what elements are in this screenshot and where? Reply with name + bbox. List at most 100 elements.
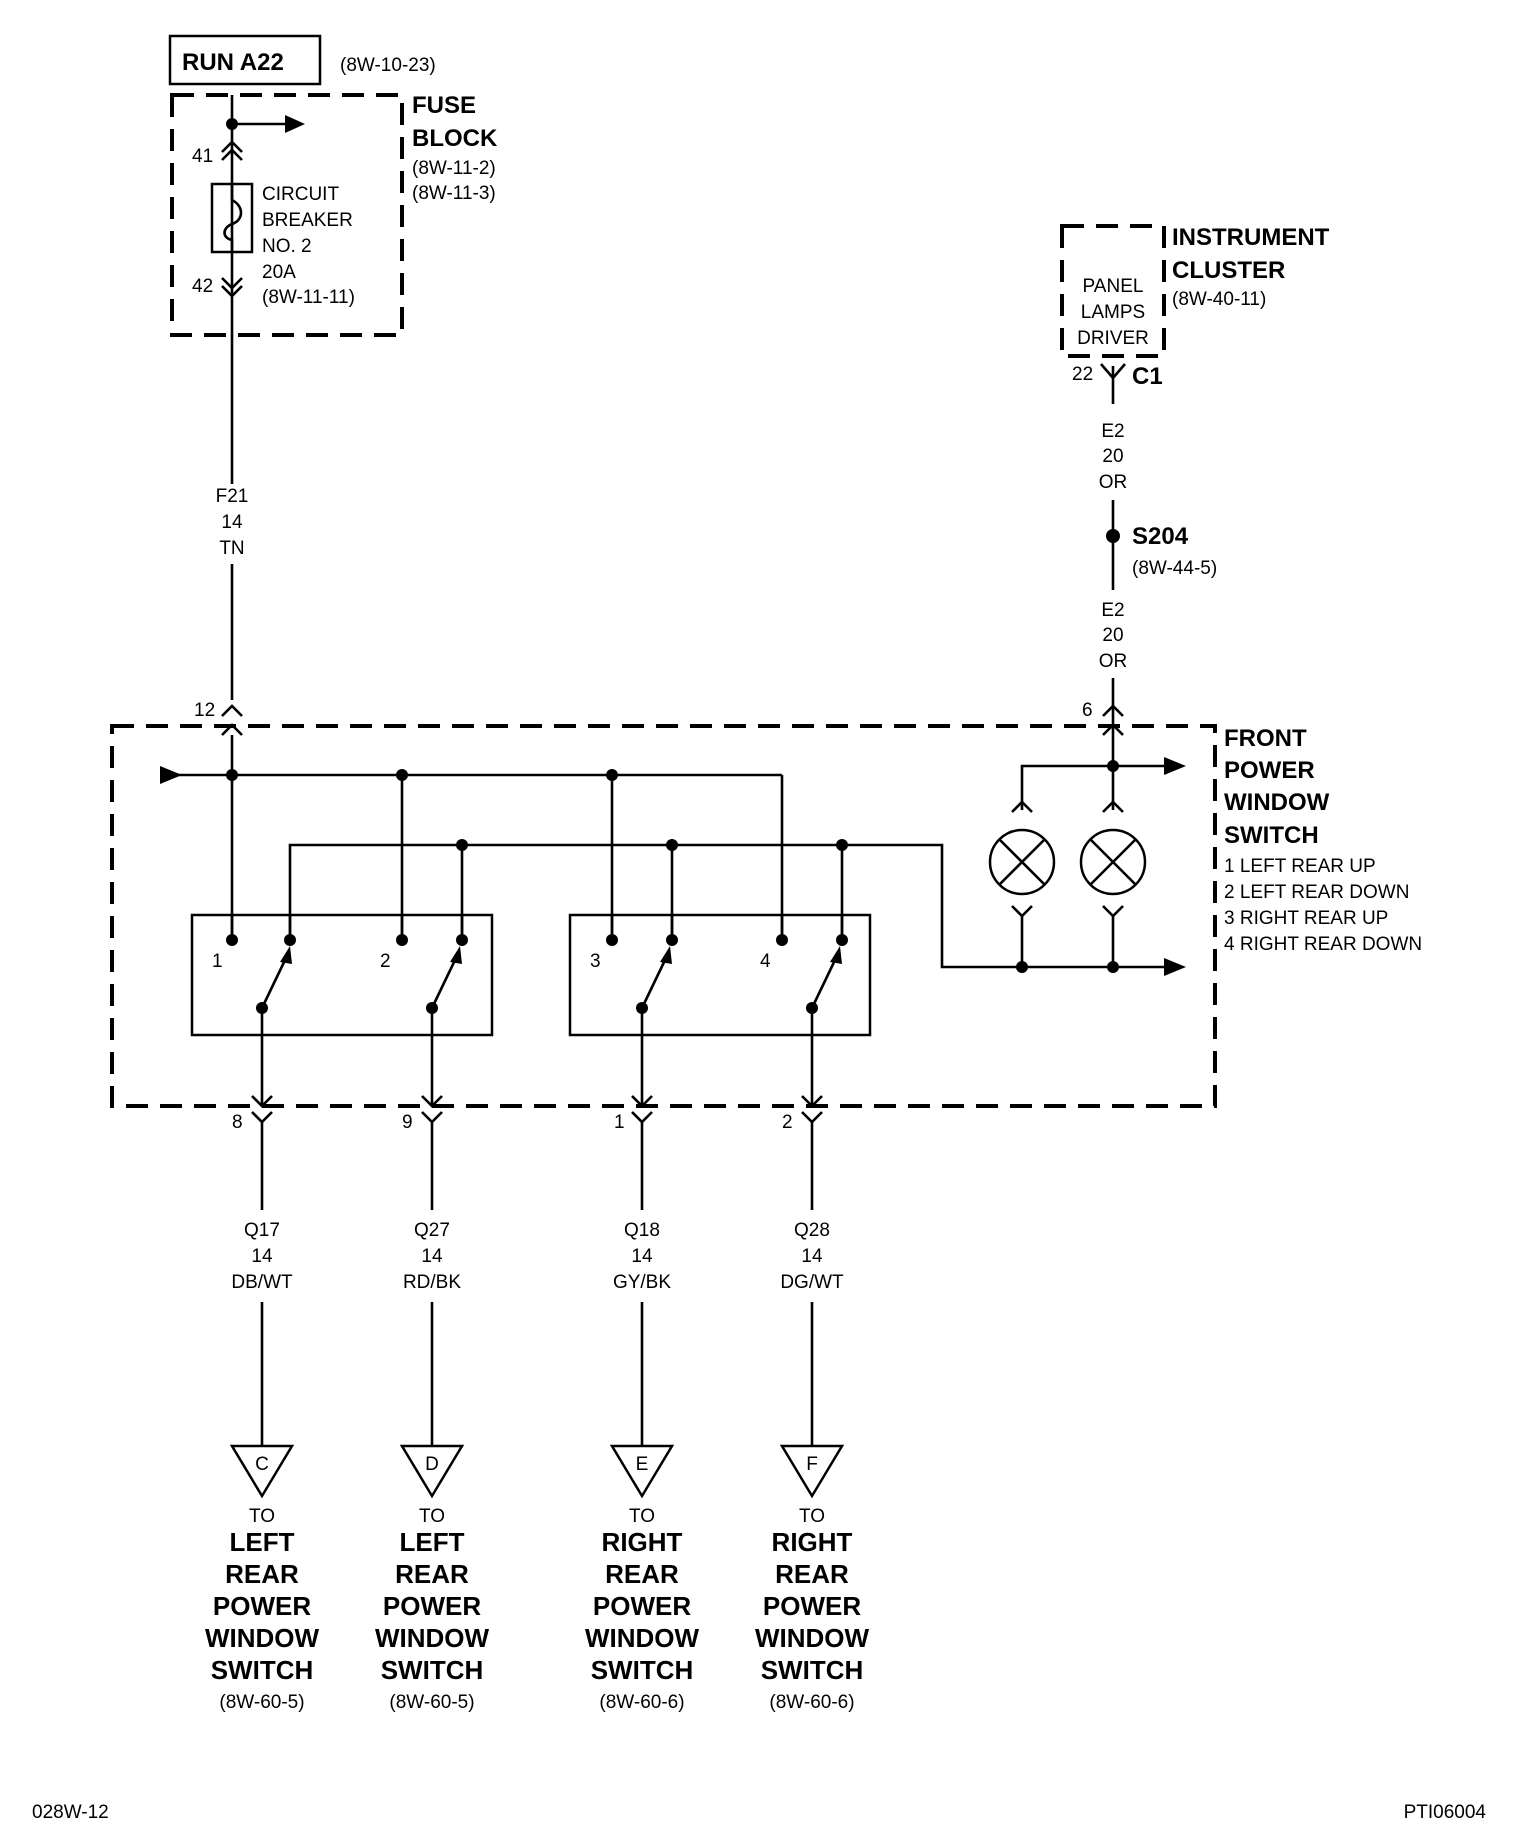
contact-4-a bbox=[776, 934, 788, 946]
fuse-block-ref-1: (8W-11-2) bbox=[412, 158, 496, 179]
output-1-pin: 8 bbox=[232, 1112, 243, 1133]
lamp-1-bottom-chevron-icon bbox=[1011, 905, 1033, 918]
f21-gauge: 14 bbox=[221, 512, 243, 533]
output-3-letter: E bbox=[636, 1454, 649, 1475]
output-1-to: TO bbox=[249, 1506, 275, 1527]
output-2-to: TO bbox=[419, 1506, 445, 1527]
output-3-l1: RIGHT bbox=[602, 1527, 683, 1557]
footer-right: PTI06004 bbox=[1404, 1802, 1487, 1823]
contact-2-a bbox=[396, 934, 408, 946]
output-2-ref: (8W-60-5) bbox=[389, 1692, 474, 1713]
switch-legend-1: 1 LEFT REAR UP bbox=[1224, 856, 1376, 877]
output-2-l3: POWER bbox=[383, 1591, 481, 1621]
output-2-color: RD/BK bbox=[403, 1272, 461, 1293]
switch-title-2: POWER bbox=[1224, 757, 1315, 784]
circuit-breaker-element-icon bbox=[223, 184, 243, 252]
output-column-4: 2 Q28 14 DG/WT F TO RIGHT REAR POWER WIN… bbox=[755, 1008, 870, 1713]
output-3-l4: WINDOW bbox=[585, 1623, 700, 1653]
cluster-inner-2: LAMPS bbox=[1081, 302, 1145, 323]
output-4-l1: RIGHT bbox=[772, 1527, 853, 1557]
front-power-window-switch-outline bbox=[110, 724, 1217, 1108]
output-4-to: TO bbox=[799, 1506, 825, 1527]
switch-4-arrow-icon bbox=[830, 946, 842, 964]
output-4-color: DG/WT bbox=[780, 1272, 844, 1293]
output-3-gauge: 14 bbox=[631, 1246, 653, 1267]
breaker-line-4: 20A bbox=[262, 262, 296, 283]
fuse-block-outline bbox=[170, 93, 404, 337]
output-1-l1: LEFT bbox=[230, 1527, 295, 1557]
output-1-l5: SWITCH bbox=[211, 1655, 314, 1685]
fuse-block-title-2: BLOCK bbox=[412, 125, 498, 152]
lamp-1-top-chevron-icon bbox=[1011, 800, 1033, 813]
lamp-2-bottom-chevron-icon bbox=[1102, 905, 1124, 918]
splice-s204-dot bbox=[1106, 529, 1120, 543]
instrument-cluster-outline bbox=[1060, 224, 1166, 358]
pin-12-chevron-icon bbox=[221, 704, 243, 736]
output-4-l4: WINDOW bbox=[755, 1623, 870, 1653]
pin-42-chevron-icon bbox=[221, 277, 243, 298]
e2-lower-code: E2 bbox=[1101, 600, 1124, 621]
lower-out-arrow-icon bbox=[1164, 958, 1186, 976]
lower-node-4 bbox=[836, 839, 848, 851]
switch-1-arrow-icon bbox=[280, 946, 292, 964]
e2-lower-color: OR bbox=[1099, 651, 1128, 672]
switch-legend-4: 4 RIGHT REAR DOWN bbox=[1224, 934, 1422, 955]
contact-label-3: 3 bbox=[590, 951, 601, 972]
contact-3-b bbox=[666, 934, 678, 946]
output-1-letter: C bbox=[255, 1454, 269, 1475]
output-4-l5: SWITCH bbox=[761, 1655, 864, 1685]
switch-3-arm bbox=[640, 957, 668, 1009]
pin-41-chevron-icon bbox=[221, 140, 243, 161]
f21-color: TN bbox=[219, 538, 244, 559]
e2-lower-gauge: 20 bbox=[1102, 625, 1123, 646]
contact-label-4: 4 bbox=[760, 951, 771, 972]
output-3-to: TO bbox=[629, 1506, 655, 1527]
run-a22-label: RUN A22 bbox=[182, 49, 284, 76]
output-2-pin: 9 bbox=[402, 1112, 413, 1133]
cluster-inner-3: DRIVER bbox=[1077, 328, 1149, 349]
output-1-triangle-icon bbox=[229, 1444, 295, 1499]
lower-node-3 bbox=[666, 839, 678, 851]
output-4-l3: POWER bbox=[763, 1591, 861, 1621]
output-1-l3: POWER bbox=[213, 1591, 311, 1621]
lamp-1-icon bbox=[988, 828, 1056, 896]
output-2-l1: LEFT bbox=[400, 1527, 465, 1557]
output-4-ref: (8W-60-6) bbox=[769, 1692, 854, 1713]
contact-1-b bbox=[284, 934, 296, 946]
output-3-color: GY/BK bbox=[613, 1272, 671, 1293]
output-4-l2: REAR bbox=[775, 1559, 849, 1589]
f21-label-bg bbox=[210, 484, 254, 564]
lamp-feed bbox=[1020, 764, 1168, 810]
switch-4-arm bbox=[810, 957, 838, 1009]
e2-upper-gauge: 20 bbox=[1102, 446, 1123, 467]
output-3-triangle-icon bbox=[609, 1444, 675, 1499]
cluster-title-2: CLUSTER bbox=[1172, 257, 1285, 284]
contact-3-a bbox=[606, 934, 618, 946]
lower-bus bbox=[288, 843, 1168, 969]
breaker-pin-out: 42 bbox=[192, 276, 213, 297]
e2-upper-code: E2 bbox=[1101, 421, 1124, 442]
switch-title-1: FRONT bbox=[1224, 725, 1307, 752]
cluster-inner-1: PANEL bbox=[1083, 276, 1144, 297]
run-a22-ref: (8W-10-23) bbox=[340, 55, 436, 76]
cluster-connector: C1 bbox=[1132, 363, 1163, 390]
breaker-line-5: (8W-11-11) bbox=[262, 287, 355, 308]
output-1-l4: WINDOW bbox=[205, 1623, 320, 1653]
output-4-pin: 2 bbox=[782, 1112, 793, 1133]
output-3-l2: REAR bbox=[605, 1559, 679, 1589]
contact-1-a bbox=[226, 934, 238, 946]
switch-title-4: SWITCH bbox=[1224, 822, 1319, 849]
lamp-2-icon bbox=[1079, 828, 1147, 896]
contact-label-2: 2 bbox=[380, 951, 391, 972]
run-a22-box bbox=[168, 34, 322, 86]
lamp-feed-arrow-icon bbox=[1164, 757, 1186, 775]
output-column-1: 8 Q17 14 DB/WT C TO LEFT REAR POWER WIND… bbox=[205, 1008, 320, 1713]
breaker-line-2: BREAKER bbox=[262, 210, 353, 231]
breaker-line-1: CIRCUIT bbox=[262, 184, 339, 205]
output-3-code: Q18 bbox=[624, 1220, 660, 1241]
contact-2-b bbox=[456, 934, 468, 946]
output-2-code: Q27 bbox=[414, 1220, 450, 1241]
bus-node-1 bbox=[226, 769, 238, 781]
splice-name: S204 bbox=[1132, 523, 1189, 550]
